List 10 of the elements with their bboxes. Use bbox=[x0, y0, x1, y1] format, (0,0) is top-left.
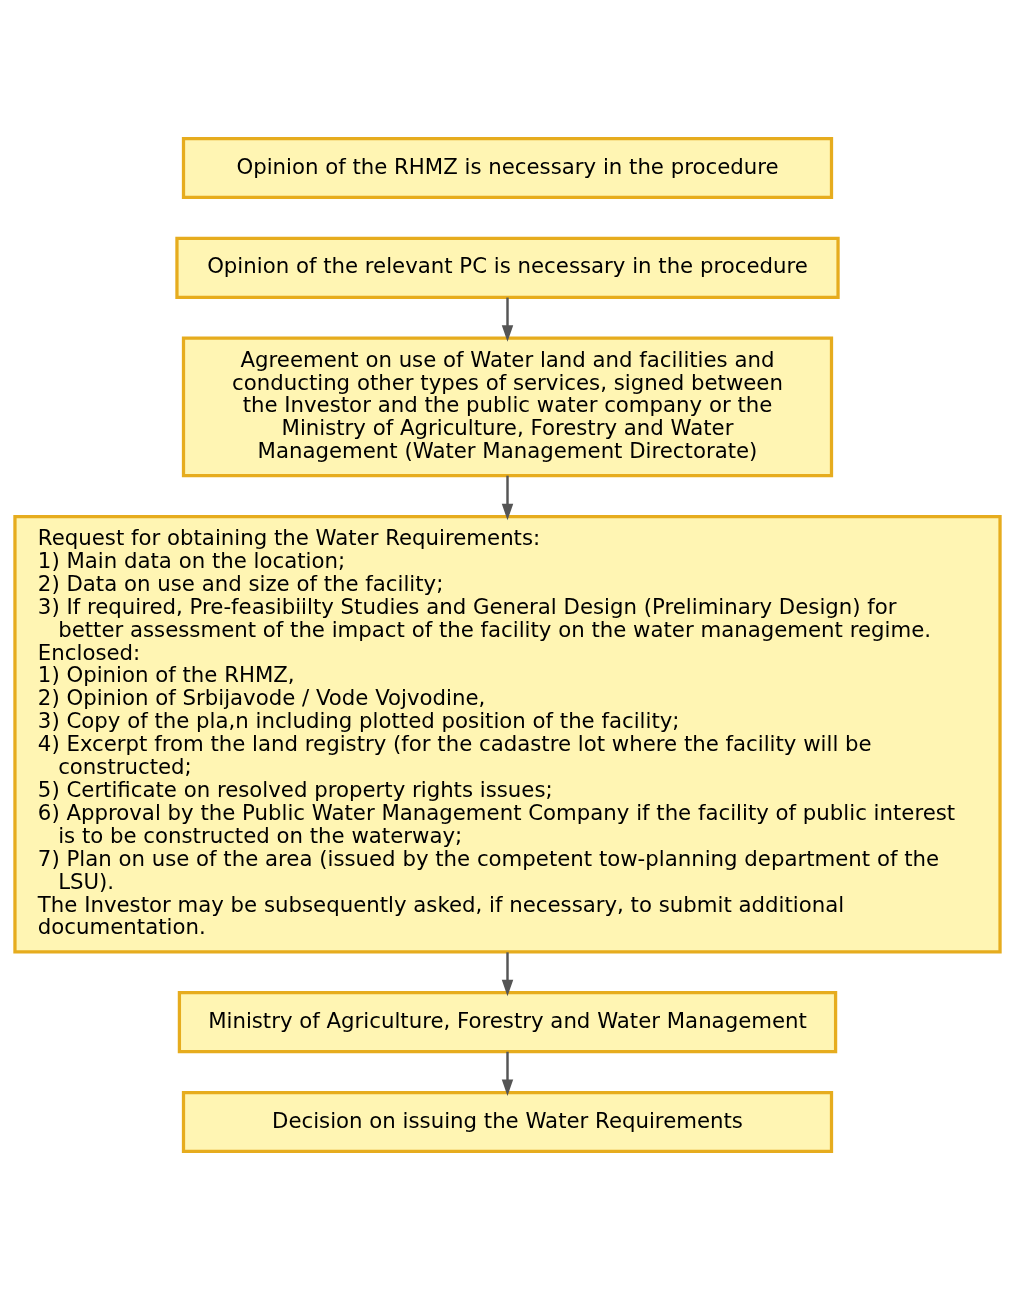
arrow bbox=[501, 952, 514, 997]
node-box: Decision on issuing the Water Requirements bbox=[181, 1090, 834, 1154]
node-box: Ministry of Agriculture, Forestry and Water Management bbox=[177, 991, 838, 1054]
arrow bbox=[501, 1051, 514, 1096]
node-box: Opinion of the RHMZ is necessary in the procedure bbox=[181, 136, 834, 200]
arrow bbox=[501, 297, 514, 342]
node-box: Request for obtaining the Water Requirements: 1) Main data on the location; 2) Data on use and size of the facility; 3) If required, Pre-feasibiilty Studies and General Design (Preliminary Design) for better assessment of the impact of the facility on the water management regime. Enclosed: 1) Opinion of the RHMZ, 2) Opinion of Srbijavode / Vode Vojvodine, 3) Copy of the pla,n including plotted position of the facility; 4) Excerpt from the land registry (for the cadastre lot where the facility will be constructed; 5) Certificate on resolved property rights issues; 6) Approval by the Public Water Management Company if the facility of public interest is to be constructed on the waterway; 7) Plan on use of the area (issued by the competent tow-planning department of the LSU). The Investor may be subsequently asked, if necessary, to submit additional documentation. bbox=[13, 514, 1002, 954]
node-box: Agreement on use of Water land and facilities and conducting other types of services, signed between the Investor and the public water company or the Ministry of Agriculture, Forestry and Water Management (Water Management Directorate) bbox=[181, 336, 834, 478]
node-box: Opinion of the relevant PC is necessary in the procedure bbox=[175, 236, 840, 299]
arrow bbox=[501, 475, 514, 521]
